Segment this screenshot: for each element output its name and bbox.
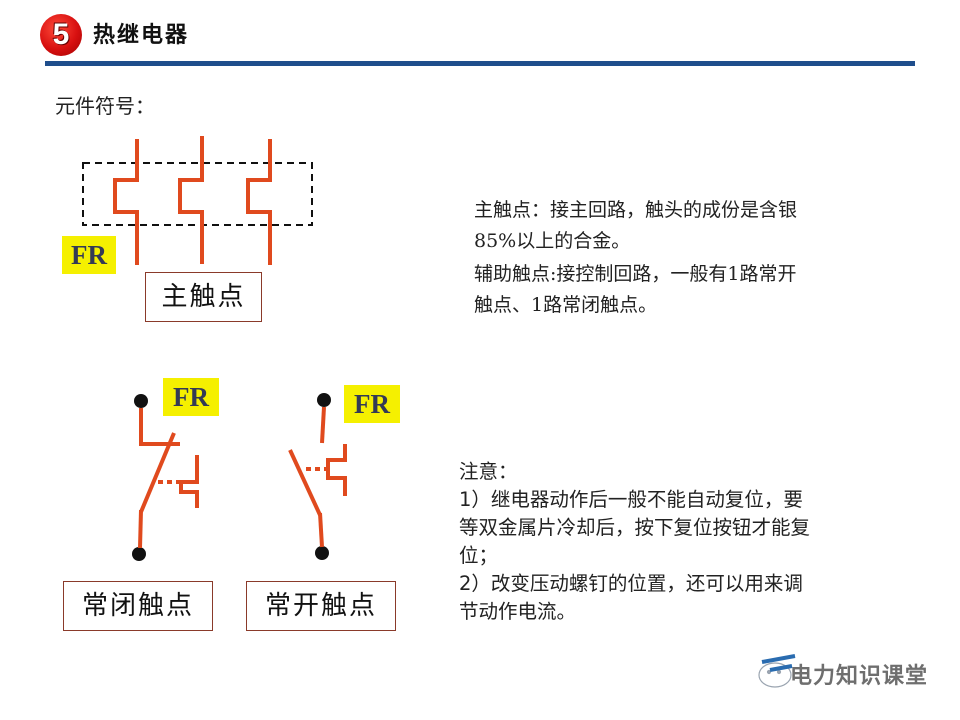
- notes-block: 注意： 1）继电器动作后一般不能自动复位，要 等双金属片冷却后，按下复位按钮才能…: [459, 458, 919, 626]
- description-line: 主触点：接主回路，触头的成份是含银: [474, 199, 798, 221]
- no-contact-symbol: [288, 393, 347, 560]
- section-number-badge: 5: [40, 14, 82, 56]
- symbol-label: 元件符号：: [55, 94, 155, 118]
- contact-description: 主触点：接主回路，触头的成份是含银 85%以上的合金。 辅助触点:接控制回路，一…: [474, 195, 914, 321]
- page-title: 热继电器: [93, 22, 190, 48]
- thermal-element-dashed-box: [82, 162, 313, 226]
- note-line: 节动作电流。: [459, 600, 577, 623]
- description-line: 85%以上的合金。: [474, 230, 631, 252]
- notes-heading: 注意：: [459, 460, 518, 483]
- nc-contact-symbol: [132, 394, 199, 561]
- watermark-text: 电力知识课堂: [790, 664, 929, 689]
- description-line: 辅助触点:接控制回路，一般有1路常开: [474, 263, 797, 285]
- fr-tag-nc: FR: [163, 378, 219, 416]
- note-line: 1）继电器动作后一般不能自动复位，要: [459, 488, 803, 511]
- wechat-logo-icon: [758, 662, 792, 688]
- nc-contact-caption: 常闭触点: [63, 581, 213, 631]
- note-line: 位；: [459, 544, 499, 567]
- description-line: 触点、1路常闭触点。: [474, 294, 658, 316]
- fr-tag-no: FR: [344, 385, 400, 423]
- note-line: 2）改变压动螺钉的位置，还可以用来调: [459, 572, 803, 595]
- note-line: 等双金属片冷却后，按下复位按钮才能复: [459, 516, 811, 539]
- no-contact-caption: 常开触点: [246, 581, 396, 631]
- main-contact-caption: 主触点: [145, 272, 262, 322]
- header-divider: [45, 61, 915, 66]
- fr-tag-main: FR: [62, 236, 116, 274]
- watermark-stripes-icon: [761, 654, 796, 672]
- main-contact-heater-symbols: [113, 136, 272, 265]
